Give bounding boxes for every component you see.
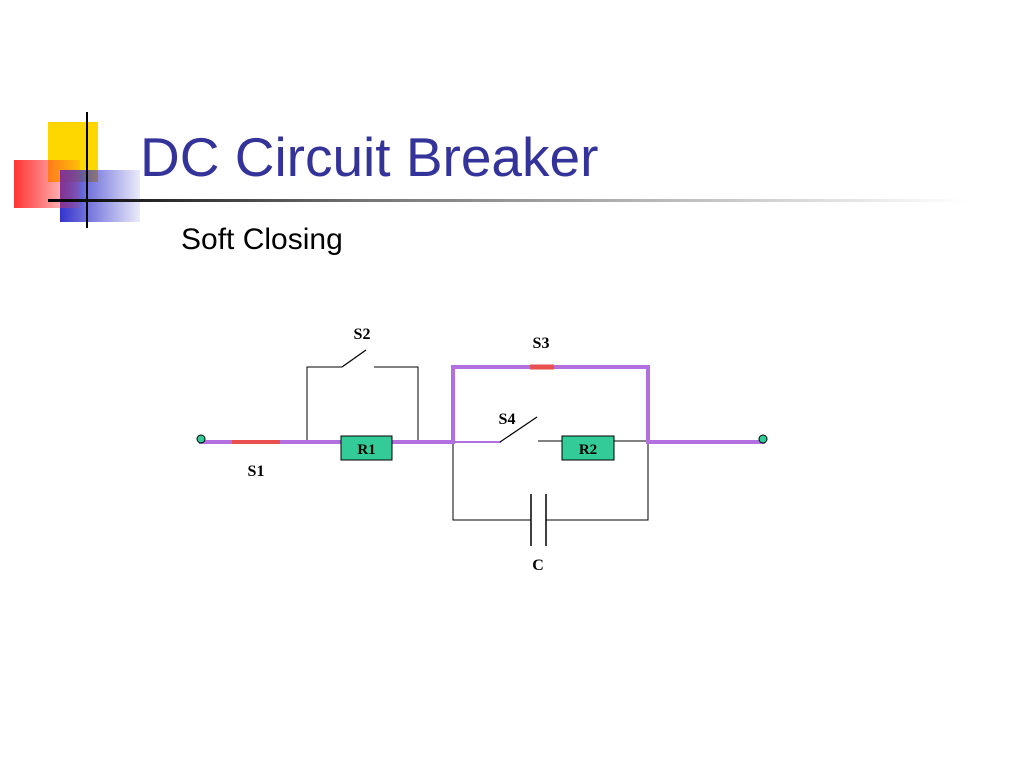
label-r2: R2 [579, 442, 597, 458]
switch-s4-open-blade [499, 416, 538, 443]
slide-subtitle: Soft Closing [181, 223, 343, 256]
label-c: C [532, 557, 544, 574]
resistor-r2 [561, 435, 615, 461]
title-underline [48, 199, 968, 202]
active-path-s3-left [451, 365, 532, 444]
slide-title: DC Circuit Breaker [140, 126, 599, 188]
active-path-s3-right [552, 365, 650, 444]
label-s1: S1 [248, 463, 265, 480]
label-r1: R1 [357, 442, 375, 458]
switch-s2-open-blade [341, 349, 367, 368]
wire-c-right [546, 441, 649, 521]
wire-c-left [452, 441, 531, 521]
wire-s2-right [374, 366, 419, 442]
decorative-corner-graphic [14, 112, 968, 228]
label-s3: S3 [533, 335, 550, 352]
resistor-r1 [340, 435, 393, 461]
terminal-right [758, 434, 768, 444]
wire-s2-left [306, 366, 342, 442]
terminal-left [196, 434, 206, 444]
wires [306, 366, 649, 521]
label-s4: S4 [499, 411, 516, 428]
active-path [199, 365, 765, 444]
label-s2: S2 [354, 326, 371, 343]
